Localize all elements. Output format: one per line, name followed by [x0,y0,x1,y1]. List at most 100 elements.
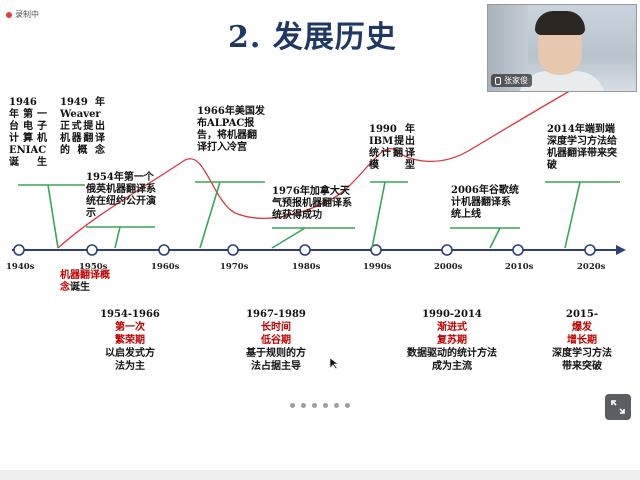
tick-label-1980s: 1980s [292,262,321,272]
era-1-desc-line2: 法为主 [115,361,145,372]
concept-birth-highlight: 机器翻译概念 [60,270,110,293]
participant-hair [535,11,585,35]
event-1949-year: 1949 年 [60,97,105,108]
trend-curve [57,87,576,249]
expand-icon [611,400,625,414]
era-3-desc-line1: 数据驱动的统计方法 [407,348,497,359]
era-4-period: 2015- [566,309,598,320]
pager-dot[interactable] [323,403,328,408]
tick-marker-1950s [86,244,98,256]
era-3-period: 1990-2014 [422,309,482,320]
concept-birth-label: 机器翻译概念诞生 [60,270,112,294]
event-1954-text: 第一个俄英机器翻译系统在纽约公开演示 [86,172,156,219]
event-1976-text: 加拿大天气预报机器翻译系统获得成功 [272,186,352,221]
era-1-name-line1: 第一次 [115,322,145,333]
tick-marker-1980s [299,244,311,256]
era-1-name-line2: 繁荣期 [115,335,145,346]
timeline-arrowhead [616,245,626,255]
tick-marker-1990s [370,244,382,256]
callout-1946 [18,184,85,249]
slide-pager[interactable] [290,403,350,408]
tick-marker-2000s [441,244,453,256]
event-1946: 1946 年第一台电子计算机ENIAC诞生 [9,97,47,169]
tick-label-1950s: 1950s [79,262,108,272]
era-2: 1967-1989 长时间 低谷期 基于规则的方 法占据主导 [230,308,322,373]
event-1966-text: 美国发布ALPAC报告，将机器翻译打入冷宫 [197,106,265,153]
era-3-desc-line2: 成为主流 [432,361,472,372]
event-2014: 2014年端到端深度学习方法给机器翻译带来突破 [547,124,621,172]
pager-dot[interactable] [301,403,306,408]
event-2014-year: 2014年 [547,124,585,135]
timeline-graphics [12,87,626,256]
event-2006: 2006年谷歌统计机器翻译系统上线 [451,185,519,221]
event-1966: 1966年美国发布ALPAC报告，将机器翻译打入冷宫 [197,106,265,154]
tick-marker-1960s [158,244,170,256]
pager-dot[interactable] [334,403,339,408]
tick-label-2000s: 2000s [434,262,463,272]
era-2-name-line2: 低谷期 [261,335,291,346]
tick-label-1960s: 1960s [151,262,180,272]
callout-1966 [195,181,265,249]
event-1990-text: IBM提出统计翻译模型 [369,136,415,171]
event-1946-text: 第一台电子计算机ENIAC诞生 [9,109,47,168]
era-1-desc-line1: 以启发式方 [105,348,155,359]
event-1976-year: 1976年 [272,186,310,197]
era-4-desc-line2: 带来突破 [562,361,602,372]
era-3-name-line1: 渐进式 [437,322,467,333]
event-1954-year: 1954年 [86,172,124,183]
event-1976: 1976年加拿大天气预报机器翻译系统获得成功 [272,186,356,222]
callout-2014 [545,181,620,249]
mic-icon [495,76,501,85]
participant-video-tile[interactable]: 张家俊 [487,4,637,92]
pager-dot[interactable] [345,403,350,408]
tick-label-1970s: 1970s [220,262,249,272]
event-1954: 1954年第一个俄英机器翻译系统在纽约公开演示 [86,172,162,220]
tick-marker-2010s [512,244,524,256]
event-2006-text: 谷歌统计机器翻译系统上线 [451,185,519,220]
era-3-name-line2: 复苏期 [437,335,467,346]
event-2006-year: 2006年 [451,185,489,196]
recording-indicator: 录制中 [6,9,39,20]
event-1949-text: Weaver正式提出机器翻译的概念 [60,109,105,156]
era-2-name-line1: 长时间 [261,322,291,333]
participant-name: 张家俊 [504,76,528,85]
era-2-desc-line2: 法占据主导 [251,361,301,372]
callout-1976 [271,227,355,249]
event-1990-year: 1990 年 [369,124,415,135]
era-3: 1990-2014 渐进式 复苏期 数据驱动的统计方法 成为主流 [392,308,512,373]
era-4: 2015- 爆发 增长期 深度学习方法 带来突破 [540,308,624,373]
tick-label-2010s: 2010s [505,262,534,272]
callout-2006 [450,227,520,249]
expand-button[interactable] [605,394,631,420]
recording-label: 录制中 [15,10,39,19]
participant-body [518,71,606,91]
event-2014-text: 端到端深度学习方法给机器翻译带来突破 [547,124,617,171]
tick-marker-1940s [13,244,25,256]
tick-label-2020s: 2020s [577,262,606,272]
mouse-cursor [330,358,338,370]
event-1949: 1949 年Weaver正式提出机器翻译的概念 [60,97,105,157]
tick-label-1940s: 1940s [6,262,35,272]
callout-1954 [86,226,155,249]
era-2-period: 1967-1989 [246,309,306,320]
tick-label-1990s: 1990s [363,262,392,272]
concept-birth-suffix: 诞生 [70,282,90,293]
era-1-period: 1954-1966 [100,309,160,320]
callout-1990 [370,181,408,249]
era-4-desc-line1: 深度学习方法 [552,348,612,359]
record-dot-icon [6,11,12,18]
tick-marker-2020s [584,244,596,256]
tick-marker-1970s [227,244,239,256]
event-1946-year: 1946 年 [9,97,37,120]
era-4-name-line2: 增长期 [567,335,597,346]
participant-nameplate: 张家俊 [491,74,532,87]
event-1990: 1990 年IBM提出统计翻译模型 [369,124,415,172]
era-4-name-line1: 爆发 [572,322,592,333]
pager-dot[interactable] [290,403,295,408]
event-1966-year: 1966年 [197,106,235,117]
slide-title: 2. 发展历史 [228,20,397,55]
era-2-desc-line1: 基于规则的方 [246,348,306,359]
pager-dot[interactable] [312,403,317,408]
era-1: 1954-1966 第一次 繁荣期 以启发式方 法为主 [88,308,172,373]
